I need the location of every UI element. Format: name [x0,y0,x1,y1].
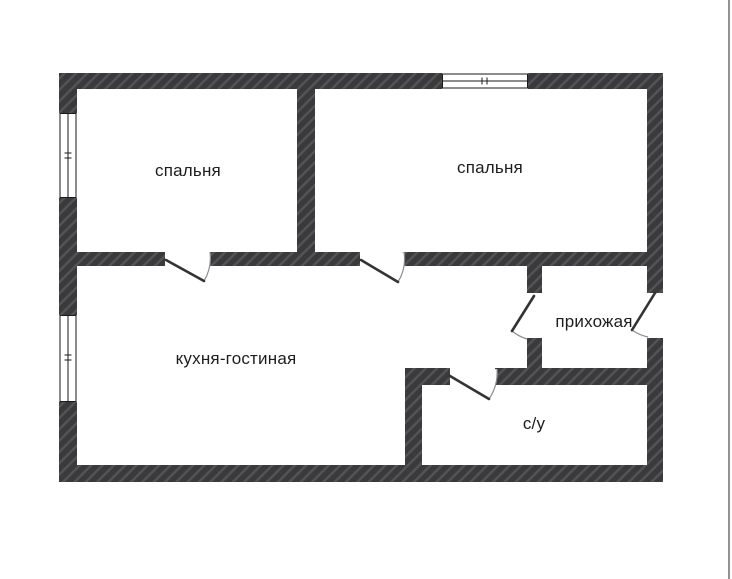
wall-bedroom-divider [297,89,315,252]
window-top [442,73,528,89]
door-leaf [510,294,536,333]
door-leaf [630,291,657,332]
wall-bottom [59,465,663,482]
door-leaf [359,258,400,284]
wall-hallway-upper-stub [527,266,542,293]
wall-right-lower-segment [647,338,663,482]
wall-left-upper-segment [59,73,77,113]
label-hallway: прихожая [555,312,632,331]
windows [59,73,528,402]
label-bedroom-left: спальня [155,161,221,180]
wall-left-lower-segment [59,402,77,482]
wall-hallway-lower-stub [527,338,542,368]
door-arc [397,251,406,283]
wall-left-mid-segment [59,198,77,315]
wall-top-left-segment [59,73,442,89]
door-bedroom-left [164,251,211,283]
window-left-upper [59,113,77,198]
door-leaf [164,258,206,283]
wall-mid-horizontal-a [77,252,165,266]
window-left-lower [59,315,77,402]
door-bedroom-right [359,251,406,284]
wall-mid-horizontal-c [402,252,647,266]
room-labels: спальня спальня кухня-гостиная прихожая … [155,158,632,433]
door-arc [203,251,211,282]
door-entrance [630,291,657,338]
wall-top-right-segment [528,73,663,89]
doors [164,251,657,401]
label-bathroom: с/у [523,414,546,433]
walls [59,73,663,482]
wall-right-upper-segment [647,73,663,293]
door-arc [488,368,498,400]
wall-bathroom-top-b [495,368,647,385]
wall-mid-horizontal-b [210,252,360,266]
wall-bathroom-top-a [405,368,450,385]
wall-bathroom-left [405,385,422,465]
label-kitchen-living: кухня-гостиная [176,349,297,368]
door-bathroom [448,368,498,401]
door-hallway [510,294,536,340]
right-edge-line [728,0,730,579]
door-leaf [448,374,491,401]
label-bedroom-right: спальня [457,158,523,177]
